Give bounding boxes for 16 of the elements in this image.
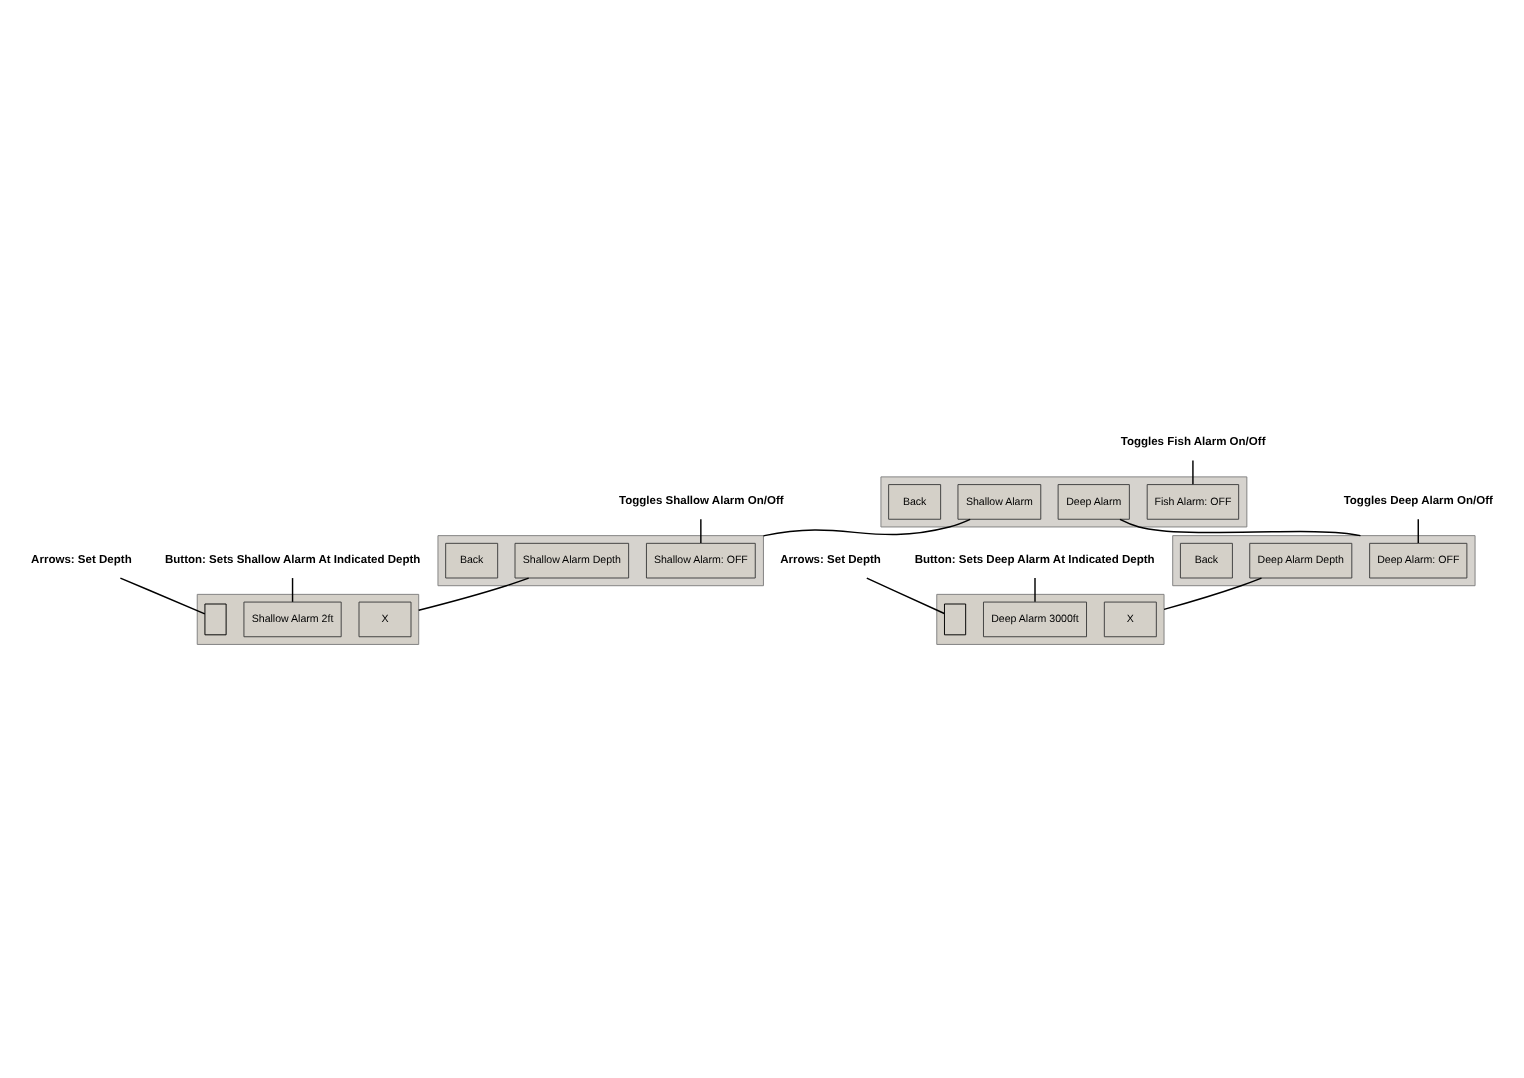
cluster — [437, 535, 764, 587]
connector — [762, 518, 971, 537]
connector — [1417, 518, 1419, 544]
connector — [291, 577, 294, 603]
connector — [417, 577, 530, 611]
connector — [700, 518, 702, 544]
connector — [1119, 518, 1362, 537]
connector — [1163, 577, 1263, 611]
cluster — [936, 593, 1165, 645]
connector — [1034, 577, 1036, 603]
cluster — [1172, 535, 1476, 587]
connector — [1192, 459, 1194, 486]
cluster — [880, 476, 1248, 528]
cluster — [196, 593, 420, 645]
node-box — [204, 603, 227, 636]
node-box — [944, 603, 967, 636]
